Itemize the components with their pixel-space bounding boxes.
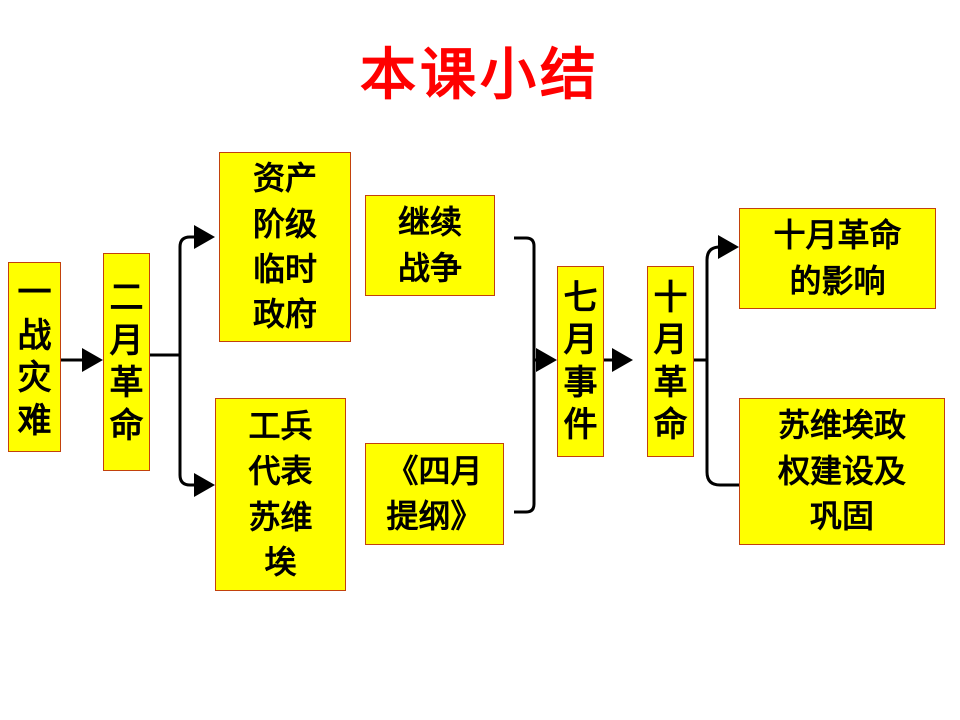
node-provisional-government-label: 资产阶级临时政府 <box>252 159 317 334</box>
node-continue-war: 继续战争 <box>365 195 495 296</box>
node-february-revolution-label: 二月革命 <box>109 278 144 446</box>
node-october-revolution-label: 十月革命 <box>653 277 688 446</box>
node-july-events: 七月事件 <box>557 266 604 457</box>
node-february-revolution: 二月革命 <box>103 253 150 471</box>
node-soviet-regime: 苏维埃政权建设及巩固 <box>739 398 945 545</box>
node-workers-soldiers-soviet: 工兵代表苏维埃 <box>215 398 346 591</box>
node-soviet-regime-label: 苏维埃政权建设及巩固 <box>777 406 906 536</box>
node-july-events-label: 七月事件 <box>563 277 598 446</box>
bracket-october-fork <box>705 245 742 487</box>
node-april-theses-label: 《四月提纲》 <box>386 451 483 535</box>
node-october-influence-label: 十月革命的影响 <box>773 216 902 300</box>
bracket-feb-fork <box>178 235 206 487</box>
page-title: 本课小结 <box>360 43 600 108</box>
bracket-to-july <box>514 236 536 514</box>
node-april-theses: 《四月提纲》 <box>365 443 504 545</box>
node-wwi-disaster-label: 一战灾难 <box>17 273 52 441</box>
node-october-revolution: 十月革命 <box>647 266 694 457</box>
node-wwi-disaster: 一战灾难 <box>8 262 61 452</box>
node-october-influence: 十月革命的影响 <box>739 208 936 309</box>
node-continue-war-label: 继续战争 <box>397 203 462 287</box>
node-provisional-government: 资产阶级临时政府 <box>219 152 351 342</box>
node-workers-soldiers-soviet-label: 工兵代表苏维埃 <box>248 406 313 581</box>
